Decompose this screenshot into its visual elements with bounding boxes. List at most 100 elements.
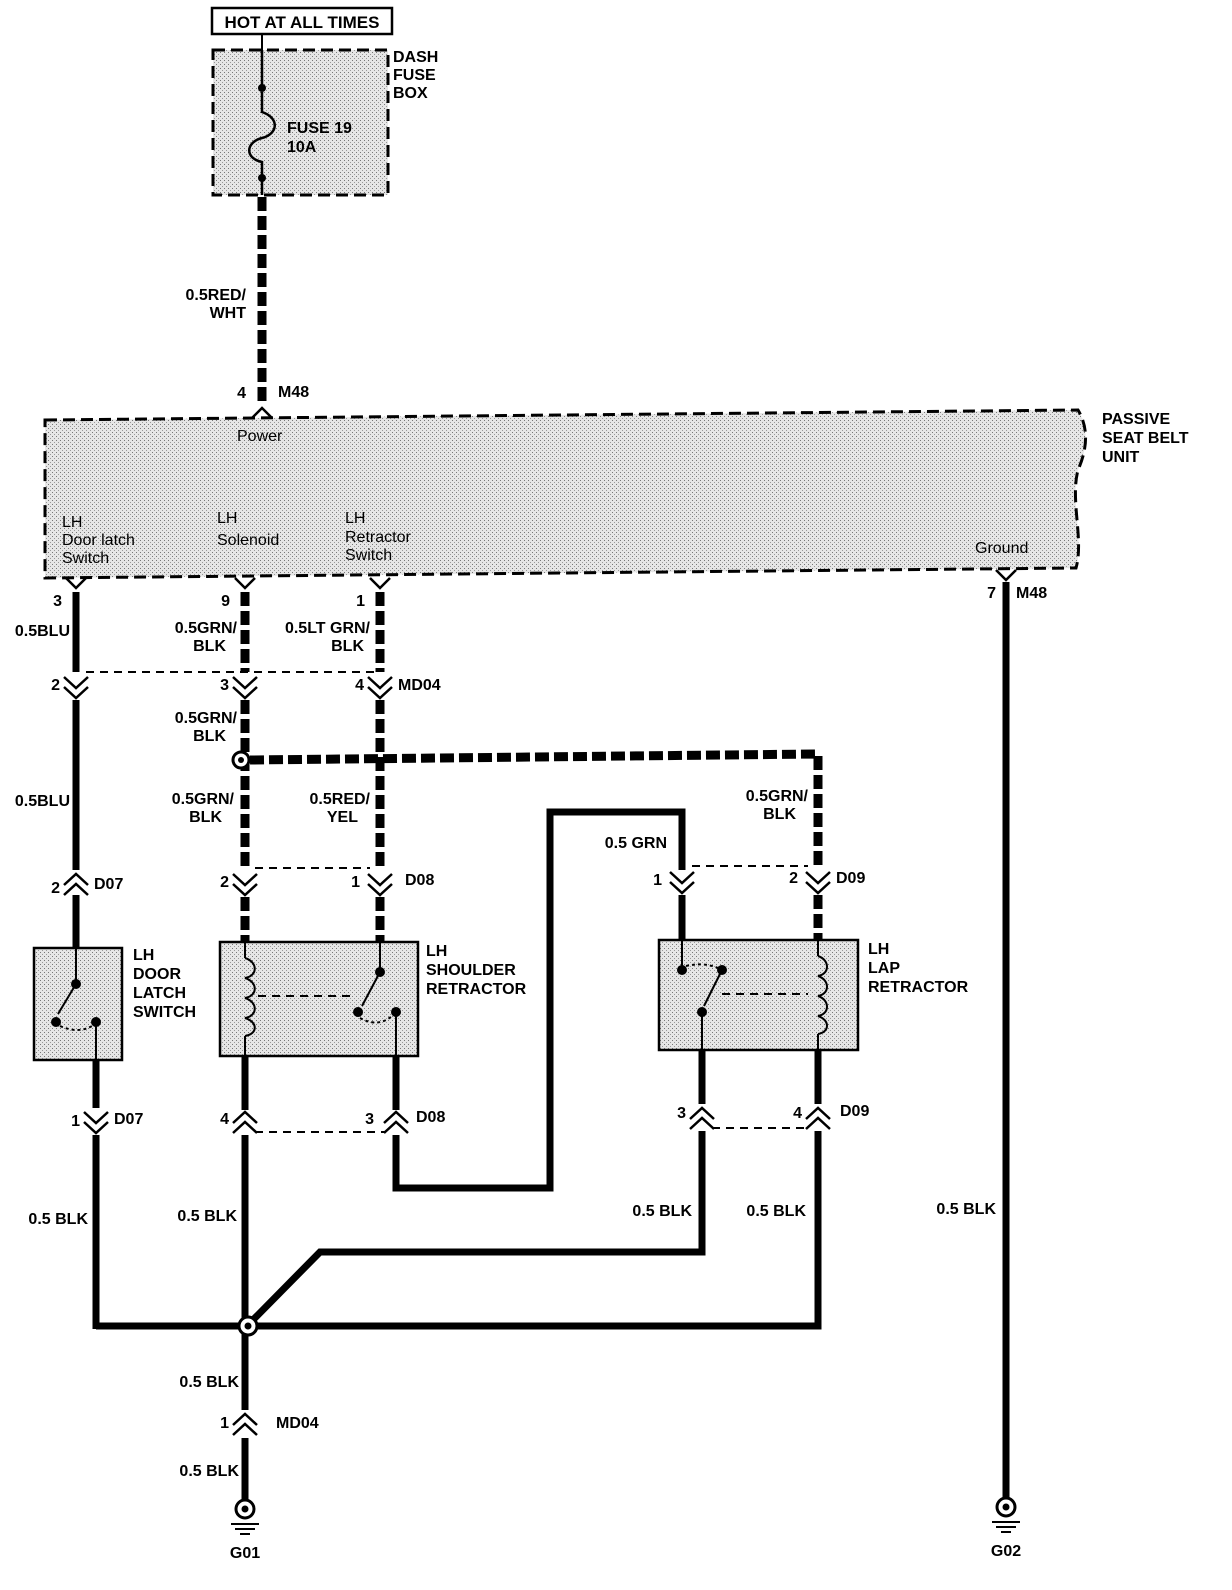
d08-top-ret-pin: 1 bbox=[351, 874, 360, 891]
ground-unit-label: 0.5 BLK bbox=[936, 1201, 996, 1218]
wire-lap-switch-label: 0.5 GRN bbox=[605, 835, 667, 852]
unit-retractor-line2: Retractor bbox=[345, 529, 411, 546]
d09-bottom-4-pin: 4 bbox=[793, 1105, 802, 1122]
wire-door-lower-label: 0.5BLU bbox=[15, 793, 70, 810]
wire-ret-upper-label-2: BLK bbox=[331, 638, 364, 655]
m48-power-pin: 4 bbox=[237, 385, 246, 402]
unit-door-latch-line3: Switch bbox=[62, 550, 109, 567]
wire-sol-lower-label-2: BLK bbox=[189, 809, 222, 826]
d08-bottom-3-pin: 3 bbox=[365, 1111, 374, 1128]
d08-top-sol-pin: 2 bbox=[220, 874, 229, 891]
passive-seat-belt-unit bbox=[43, 408, 1088, 580]
shoulder-label-2: SHOULDER bbox=[426, 962, 516, 979]
wire-sol-upper-label-2: BLK bbox=[193, 638, 226, 655]
fuse-label-line1: FUSE 19 bbox=[287, 120, 352, 137]
ground-door-label: 0.5 BLK bbox=[28, 1211, 88, 1228]
shoulder-retractor-switch bbox=[353, 942, 401, 1056]
md04-ret-pin: 4 bbox=[355, 677, 364, 694]
wire-lap-coil-label-2: BLK bbox=[763, 806, 796, 823]
d07-bottom-label: D07 bbox=[114, 1111, 143, 1128]
m48-power-terminal bbox=[251, 406, 273, 419]
d09-top-label: D09 bbox=[836, 870, 865, 887]
unit-solenoid-line1: LH bbox=[217, 510, 237, 527]
lh-shoulder-retractor bbox=[218, 940, 420, 1058]
door-latch-switch-contacts bbox=[51, 948, 101, 1060]
wire-sol-lower-label-1: 0.5GRN/ bbox=[172, 791, 235, 808]
lap-retractor-switch bbox=[677, 940, 727, 1050]
lap-label-1: LH bbox=[868, 941, 889, 958]
d07-top-pin: 2 bbox=[51, 880, 60, 897]
ground-symbol-g01 bbox=[231, 1498, 259, 1535]
unit-solenoid-line2: Solenoid bbox=[217, 532, 279, 549]
d08-top-label: D08 bbox=[405, 872, 434, 889]
d08-bottom-label: D08 bbox=[416, 1109, 445, 1126]
wire-sol-upper-label-1: 0.5GRN/ bbox=[175, 620, 238, 637]
wire-ret-lower-label-1: 0.5RED/ bbox=[310, 791, 371, 808]
ground-lap-3-label: 0.5 BLK bbox=[632, 1203, 692, 1220]
wire-ret-lower-label-2: YEL bbox=[327, 809, 358, 826]
g02-label: G02 bbox=[991, 1543, 1021, 1560]
md04-lower-label: MD04 bbox=[276, 1415, 319, 1432]
lap-solenoid-coil bbox=[722, 940, 828, 1050]
wire-ret-upper-label-1: 0.5LT GRN/ bbox=[285, 620, 371, 637]
door-latch-switch bbox=[32, 946, 124, 1062]
fuse-box-label-line1: DASH bbox=[393, 49, 438, 66]
power-tag-box bbox=[210, 6, 394, 36]
lh-lap-retractor bbox=[657, 938, 860, 1052]
power-tag: HOT AT ALL TIMES bbox=[225, 13, 380, 32]
pin-retractor: 1 bbox=[356, 593, 365, 610]
lap-label-2: LAP bbox=[868, 960, 900, 977]
unit-door-latch-line2: Door latch bbox=[62, 532, 135, 549]
md04-door-pin: 2 bbox=[51, 677, 60, 694]
ground-lap-4-label: 0.5 BLK bbox=[746, 1203, 806, 1220]
feed-wire-label-1: 0.5RED/ bbox=[186, 287, 247, 304]
unit-power-label: Power bbox=[237, 428, 283, 445]
door-switch-label-4: SWITCH bbox=[133, 1004, 196, 1021]
d07-bottom-pin: 1 bbox=[71, 1113, 80, 1130]
unit-label-line2: SEAT BELT bbox=[1102, 430, 1189, 447]
g01-label: G01 bbox=[230, 1545, 260, 1562]
d09-bottom-3-pin: 3 bbox=[677, 1105, 686, 1122]
d08-bottom-4-pin: 4 bbox=[220, 1111, 229, 1128]
wire-lap-coil-label-1: 0.5GRN/ bbox=[746, 788, 809, 805]
m48-top-label: M48 bbox=[278, 384, 309, 401]
dash-fuse-box bbox=[211, 48, 390, 197]
door-switch-label-1: LH bbox=[133, 947, 154, 964]
d07-top-label: D07 bbox=[94, 876, 123, 893]
pin-solenoid: 9 bbox=[221, 593, 230, 610]
ground-main-upper-label: 0.5 BLK bbox=[179, 1374, 239, 1391]
shoulder-solenoid-coil bbox=[244, 942, 350, 1056]
md04-sol-pin: 3 bbox=[220, 677, 229, 694]
ground-symbol-g02 bbox=[992, 1496, 1020, 1533]
md04-ground-pin: 1 bbox=[220, 1415, 229, 1432]
feed-wire-label-2: WHT bbox=[210, 305, 247, 322]
unit-door-latch-line1: LH bbox=[62, 514, 82, 531]
pin-ground: 7 bbox=[987, 585, 996, 602]
shoulder-label-3: RETRACTOR bbox=[426, 981, 527, 998]
fuse-box-label-line3: BOX bbox=[393, 85, 428, 102]
d09-top-sw-pin: 1 bbox=[653, 872, 662, 889]
wire-sol-mid-label-2: BLK bbox=[193, 728, 226, 745]
fuse-19 bbox=[248, 50, 276, 195]
fuse-label-line2: 10A bbox=[287, 139, 317, 156]
pin-door: 3 bbox=[53, 593, 62, 610]
wire-door-upper-label: 0.5BLU bbox=[15, 623, 70, 640]
door-switch-label-2: DOOR bbox=[133, 966, 181, 983]
d09-bottom-label: D09 bbox=[840, 1103, 869, 1120]
ground-shoulder-label: 0.5 BLK bbox=[177, 1208, 237, 1225]
ground-main-lower-label: 0.5 BLK bbox=[179, 1463, 239, 1480]
m48-ground-label: M48 bbox=[1016, 585, 1047, 602]
unit-retractor-line1: LH bbox=[345, 510, 365, 527]
fuse-box-label-line2: FUSE bbox=[393, 67, 436, 84]
wire-sol-mid-label-1: 0.5GRN/ bbox=[175, 710, 238, 727]
lap-label-3: RETRACTOR bbox=[868, 979, 969, 996]
wire-lap-switch bbox=[392, 808, 686, 1192]
unit-ground-label: Ground bbox=[975, 540, 1028, 557]
d09-top-coil-pin: 2 bbox=[789, 870, 798, 887]
door-switch-label-3: LATCH bbox=[133, 985, 186, 1002]
md04-upper-label: MD04 bbox=[398, 677, 441, 694]
shoulder-label-1: LH bbox=[426, 943, 447, 960]
unit-label-line1: PASSIVE bbox=[1102, 411, 1171, 428]
unit-retractor-line3: Switch bbox=[345, 547, 392, 564]
